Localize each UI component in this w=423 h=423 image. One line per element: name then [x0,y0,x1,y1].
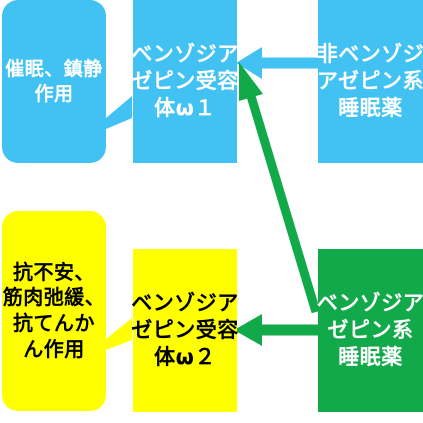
bz-line-1: ベンゾジア [316,291,423,316]
anxiolytic-effect-callout: 抗不安、 筋肉弛緩、 抗てんか ん作用 [2,211,106,411]
arrow-head-non-bz-to-omega1 [236,47,262,79]
bz-line-3: 睡眠薬 [338,344,403,369]
sedation-line-1: 催眠、鎮静 [5,58,103,81]
non-bz-line-2: アゼピン系 [316,69,423,94]
bz-line-2: ゼピン系 [327,318,414,343]
omega1-line-2: ゼピン受容 [131,69,239,94]
anxiolytic-line-4: ん作用 [23,336,85,361]
anxiolytic-line-3: 抗てんか [13,311,95,335]
omega1-line-1: ベンゾジア [131,42,239,67]
non-bz-line-3: 睡眠薬 [338,95,403,120]
non-bz-line-1: 非ベンゾジ [316,42,423,67]
arrow-head-bz-to-omega1 [239,62,263,101]
sedation-line-2: 作用 [34,82,74,105]
omega1-receptor-box: ベンゾジア ゼピン受容 体ω１ [131,0,239,163]
omega1-line-3: 体ω１ [154,95,216,120]
arrow-head-bz-to-omega2 [234,314,262,346]
sedation-effect-callout: 催眠、鎮静 作用 [2,0,106,163]
bz-hypnotic-box: ベンゾジア ゼピン系 睡眠薬 [316,249,423,412]
arrow-bz-to-omega1 [246,94,321,314]
omega2-line-1: ベンゾジア [131,291,239,316]
anxiolytic-line-1: 抗不安、 [13,259,95,284]
non-bz-hypnotic-box: 非ベンゾジ アゼピン系 睡眠薬 [316,0,423,163]
omega2-line-2: ゼピン受容 [131,318,239,343]
omega2-receptor-box: ベンゾジア ゼピン受容 体ω２ [131,249,239,412]
anxiolytic-line-2: 筋肉弛緩、 [2,285,106,310]
omega2-line-3: 体ω２ [154,344,216,369]
